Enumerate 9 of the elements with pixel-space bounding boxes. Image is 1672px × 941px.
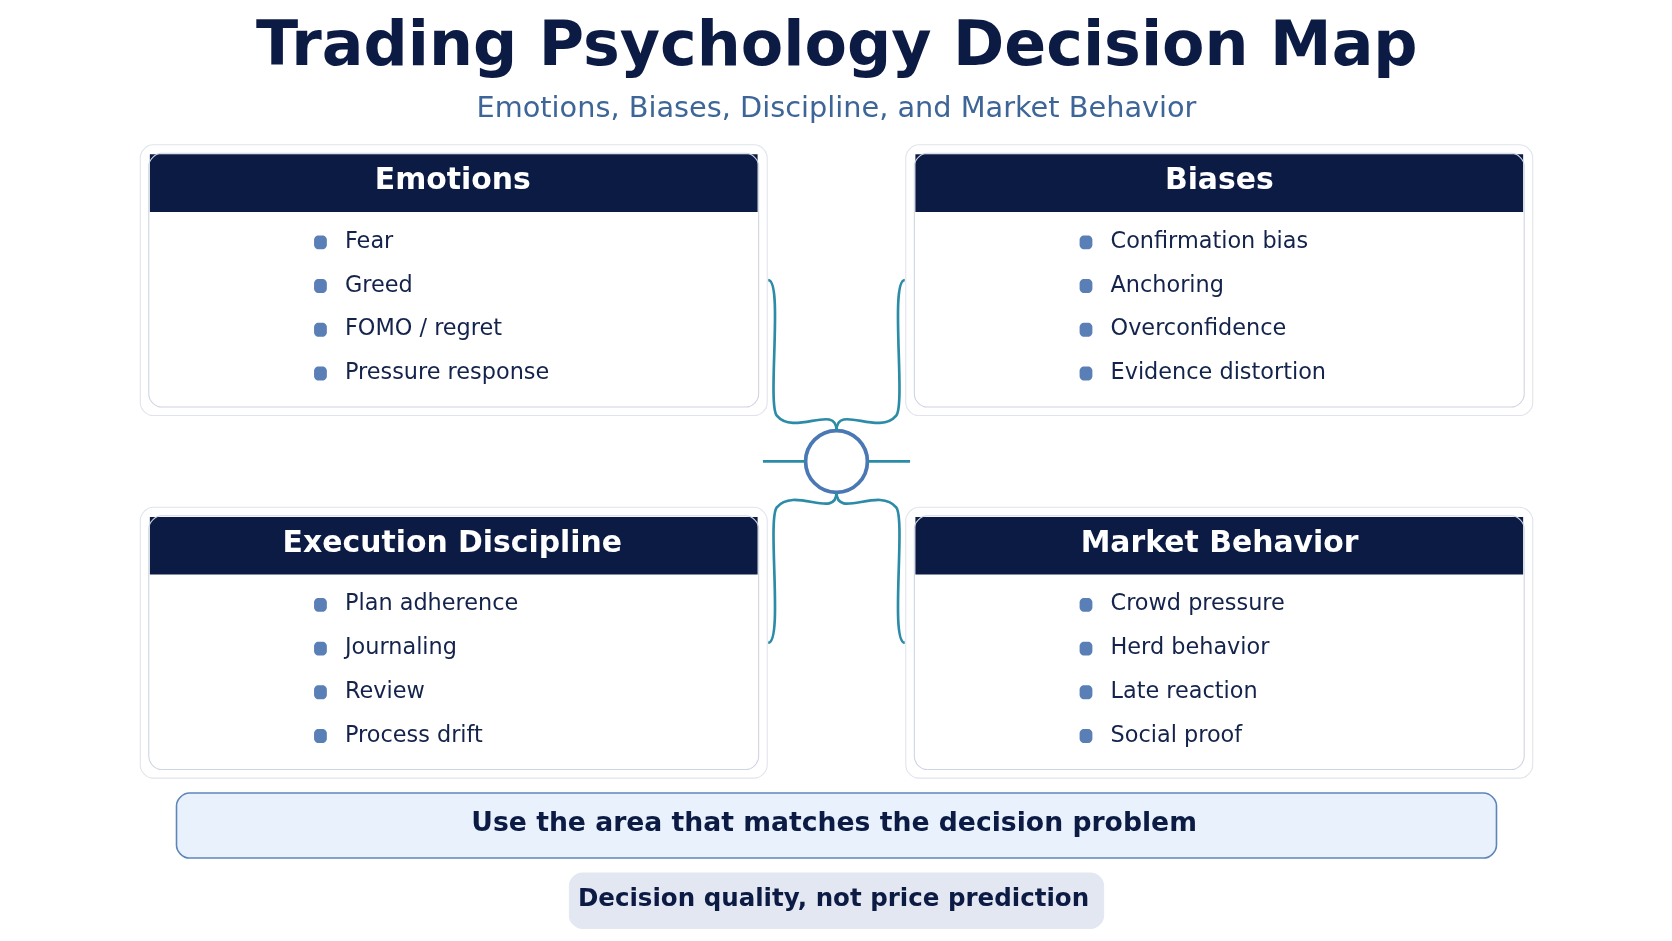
diagram-title: Trading Psychology Decision Map <box>255 8 1418 81</box>
label: Emotions, Biases, Discipline, and Market Behavior <box>476 89 1196 124</box>
connector <box>834 492 906 644</box>
node-box: Decision quality, not price prediction <box>568 872 1104 929</box>
node-circle <box>803 428 869 495</box>
connector <box>834 279 906 431</box>
node-box: Use the area that matches the decision problem <box>175 792 1497 859</box>
connector <box>867 460 910 463</box>
connector <box>762 460 805 463</box>
